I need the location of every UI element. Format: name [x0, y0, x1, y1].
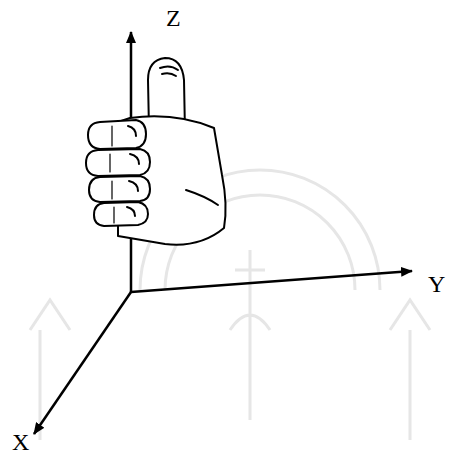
- x-axis: [34, 292, 131, 434]
- coordinate-axes: [34, 32, 412, 434]
- y-axis: [131, 271, 412, 292]
- axis-label: Y: [428, 272, 445, 296]
- axis-label: X: [12, 430, 29, 454]
- axis-label: Z: [166, 6, 181, 30]
- right-hand: [86, 58, 226, 245]
- watermark: [30, 170, 430, 440]
